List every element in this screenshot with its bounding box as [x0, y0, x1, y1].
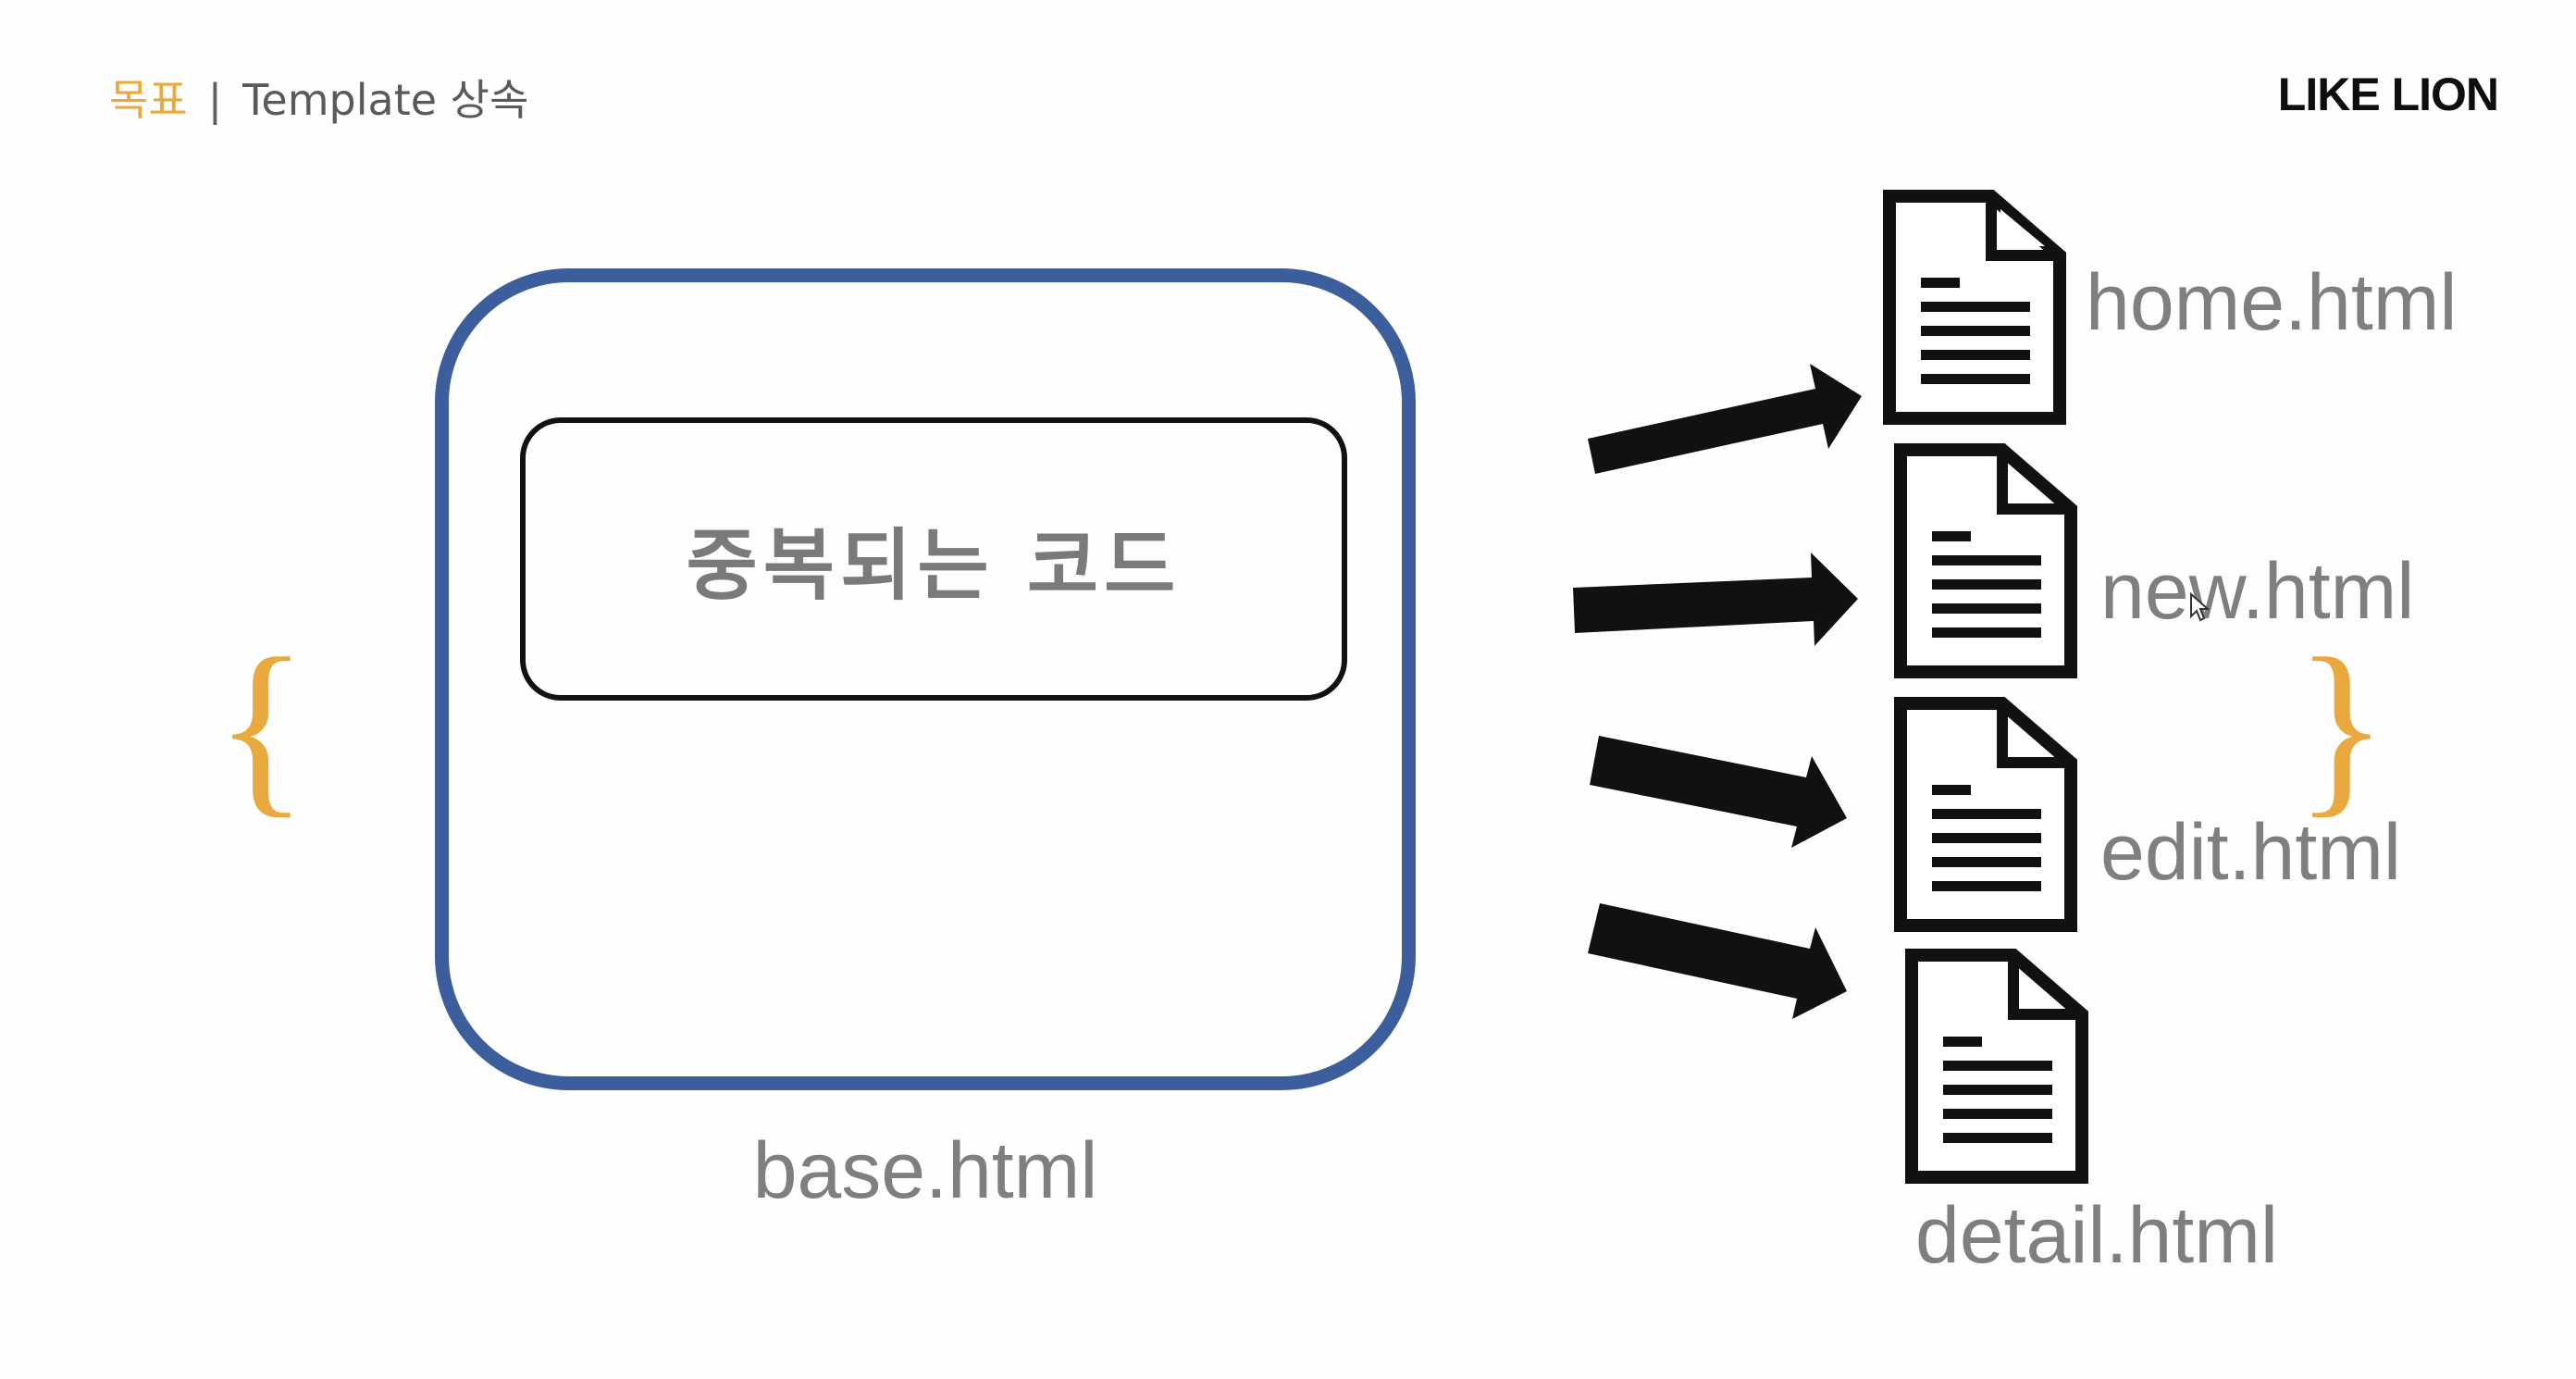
child-file-label: edit.html [2100, 808, 2402, 897]
duplicate-code-label: 중복되는 코드 [686, 519, 1182, 611]
child-file-label: home.html [2086, 258, 2458, 347]
slide-title: Template 상속 [242, 75, 529, 125]
document-icon [1905, 949, 2088, 1184]
document-icon [1894, 443, 2077, 678]
arrow-right-icon [1588, 903, 1847, 1019]
duplicate-code-box: 중복되는 코드 [520, 417, 1347, 701]
arrow-right-icon [1588, 364, 1862, 474]
header-separator: | [207, 75, 223, 125]
child-file-label: new.html [2100, 547, 2415, 636]
arrow-right-icon [1573, 553, 1858, 646]
base-file-label: base.html [752, 1126, 1098, 1215]
document-icon [1883, 190, 2066, 425]
open-brace: { [215, 619, 308, 834]
brand-logo: LIKE LION [2277, 68, 2499, 120]
arrow-right-icon [1590, 736, 1847, 848]
mouse-pointer-icon [2190, 592, 2210, 622]
close-brace: } [2295, 619, 2388, 834]
document-icon [1894, 697, 2077, 932]
base-template-box [435, 268, 1416, 1090]
slide-header: 목표 | Template 상속 [109, 72, 528, 128]
section-label: 목표 [109, 75, 188, 125]
child-file-label: detail.html [1915, 1191, 2278, 1280]
